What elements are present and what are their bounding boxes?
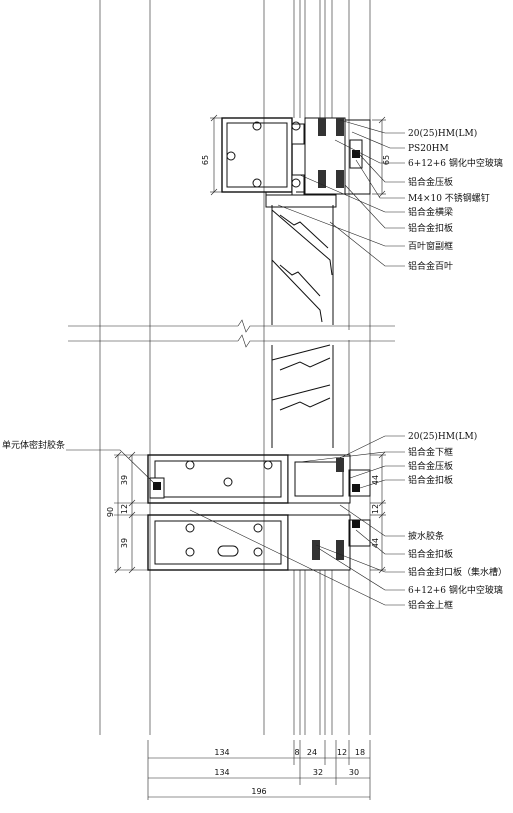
label-bottom-5: 铝合金扣板 [408,548,453,560]
dim-134-a: 134 [214,748,229,757]
dim-12-right: 12 [371,504,380,514]
label-bottom-2: 铝合金压板 [408,460,453,472]
dim-32: 32 [313,768,323,777]
label-bottom-7: 6+12+6 钢化中空玻璃 [408,584,503,596]
lower-louvre [271,344,334,448]
dim-top-right: 65 [372,116,391,198]
label-bottom-4: 披水胶条 [408,530,444,542]
label-bottom-1: 铝合金下框 [408,446,453,458]
dim-65-right: 65 [382,155,391,165]
label-top-1: PS20HM [408,144,449,154]
dim-right-stack: 44 12 44 [370,451,386,574]
dim-44-bottom: 44 [371,538,380,548]
dim-12-bottom: 12 [337,748,347,757]
dim-44-top: 44 [371,475,380,485]
top-louvre [271,205,334,325]
dim-24: 24 [307,748,317,757]
label-top-7: 百叶窗副框 [408,240,453,252]
label-bottom-8: 铝合金上框 [408,599,453,611]
label-top-6: 铝合金扣板 [408,222,453,234]
dim-bottom-rows: 134 8 24 12 18 134 32 30 196 [147,740,371,800]
bottom-labels: 20(25)HM(LM) 铝合金下框 铝合金压板 铝合金扣板 披水胶条 铝合金扣… [2,431,507,611]
dim-left-stack: 39 12 39 90 [106,451,148,574]
top-transom-profile [221,117,371,208]
dim-39-top: 39 [120,475,129,485]
dim-39-bottom: 39 [120,538,129,548]
dim-30: 30 [349,768,359,777]
label-top-8: 铝合金百叶 [408,260,453,272]
dim-134-b: 134 [214,768,229,777]
top-labels: 20(25)HM(LM) PS20HM 6+12+6 钢化中空玻璃 铝合金压板 … [408,128,503,272]
label-top-3: 铝合金压板 [408,176,453,188]
bottom-transom-profile [147,454,371,571]
label-top-0: 20(25)HM(LM) [408,128,477,139]
dim-90: 90 [106,507,115,517]
top-leaders [277,119,405,267]
dim-top-left: 65 [201,114,222,196]
label-top-4: M4×10 不锈钢螺钉 [408,192,490,204]
label-top-5: 铝合金横梁 [408,206,453,218]
label-left-seal: 单元体密封胶条 [2,439,65,451]
dim-196: 196 [251,787,266,796]
dim-65-left: 65 [201,155,210,165]
dim-8: 8 [294,748,299,757]
vertical-reference-lines [99,0,371,735]
label-top-2: 6+12+6 钢化中空玻璃 [408,157,503,169]
label-bottom-0: 20(25)HM(LM) [408,431,477,442]
label-bottom-6: 铝合金封口板（集水槽） [408,566,507,578]
dim-18: 18 [355,748,365,757]
break-line [68,319,395,348]
label-bottom-3: 铝合金扣板 [408,474,453,486]
bottom-leaders [66,435,405,606]
dim-12-left: 12 [120,504,129,514]
